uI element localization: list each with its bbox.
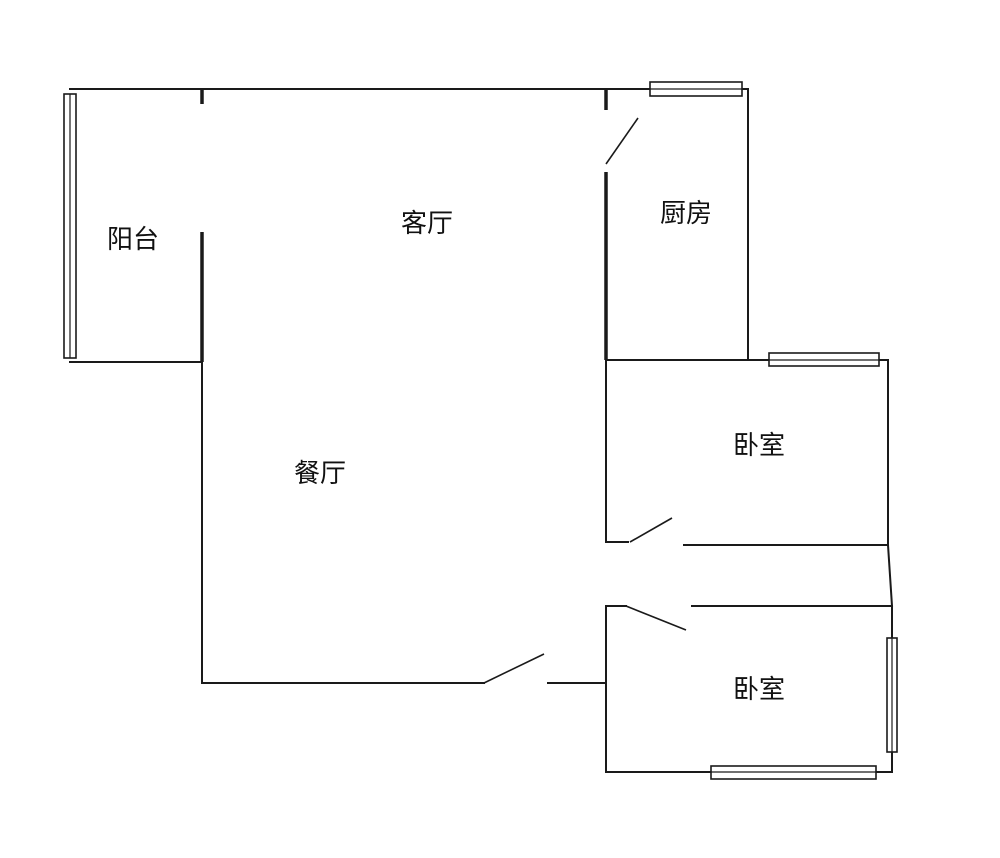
bedroom-upper-walls (605, 359, 889, 546)
bedroom-upper-door (629, 517, 673, 543)
bedroom-upper-label: 卧室 (733, 431, 785, 461)
balcony-window (63, 93, 77, 359)
balcony-label: 阳台 (107, 225, 159, 255)
bedroom-lower-label: 卧室 (733, 675, 785, 705)
corridor-walls (886, 543, 894, 608)
bedroom-lower-door (625, 605, 687, 631)
balcony-walls (69, 88, 204, 363)
kitchen-label: 厨房 (660, 199, 712, 229)
dining-room-label: 餐厅 (294, 459, 346, 489)
living-room-walls (201, 88, 608, 110)
dining-room-walls (201, 361, 607, 684)
entrance-door (483, 653, 545, 684)
bedroom-lower-walls (605, 605, 893, 773)
bedroom-lower-window-bottom (710, 765, 877, 780)
living-room-label: 客厅 (401, 209, 453, 239)
bedroom-lower-window-right (886, 637, 898, 753)
kitchen-window (649, 81, 743, 97)
bedroom-upper-window (768, 352, 880, 367)
kitchen-door (605, 117, 639, 165)
kitchen-walls (604, 88, 749, 361)
